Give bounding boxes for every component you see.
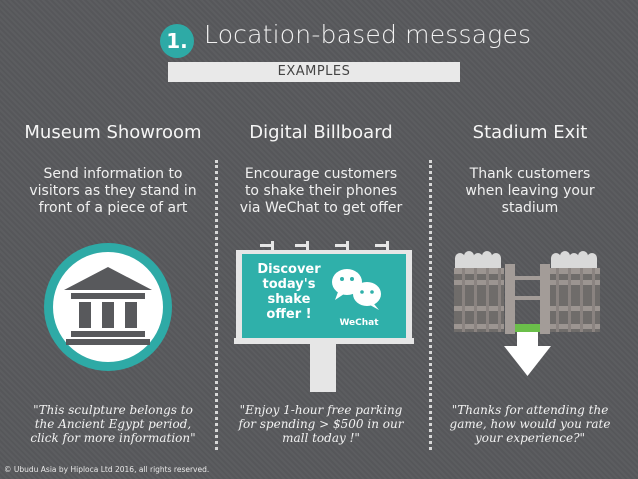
column-divider-left	[215, 160, 218, 450]
billboard-brand-label: WeChat	[339, 318, 379, 328]
page-title: Location-based messages	[204, 20, 532, 49]
column-title-billboard: Digital Billboard	[249, 122, 393, 143]
column-description-stadium: Thank customers when leaving your stadiu…	[465, 166, 595, 216]
column-description-billboard: Encourage customers to shake their phone…	[239, 166, 403, 216]
column-divider-right	[429, 160, 432, 450]
column-title-museum: Museum Showroom	[24, 122, 202, 143]
quote-museum: "This sculpture belongs to the Ancient E…	[30, 403, 196, 445]
column-title-stadium: Stadium Exit	[472, 122, 588, 143]
column-description-museum: Send information to visitors as they sta…	[29, 166, 197, 216]
section-number-badge: 1.	[160, 24, 194, 58]
museum-building-icon	[44, 243, 172, 371]
quote-stadium: "Thanks for attending the game, how woul…	[449, 403, 611, 445]
stadium-exit-icon	[454, 251, 600, 376]
quote-billboard: "Enjoy 1-hour free parking for spending …	[238, 403, 404, 445]
billboard-offer-text: Discover today's shake offer !	[257, 262, 321, 322]
examples-banner: EXAMPLES	[168, 62, 460, 82]
billboard-icon	[234, 241, 414, 392]
copyright-footer: © Ubudu Asia by Hiploca Ltd 2016, all ri…	[4, 465, 210, 474]
